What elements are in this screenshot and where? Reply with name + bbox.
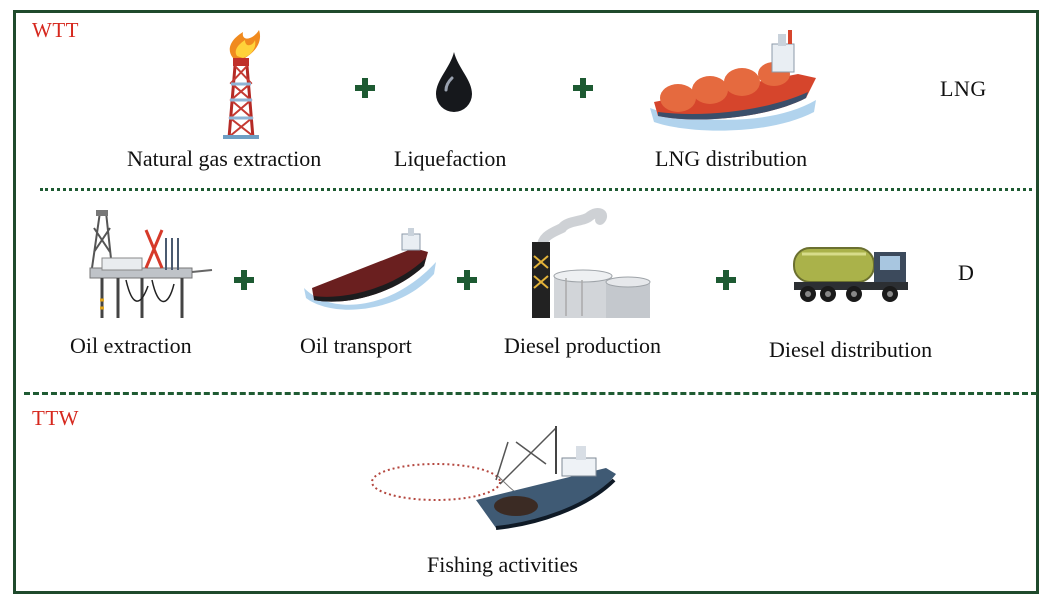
- step-label-fishing-activities: Fishing activities: [427, 552, 578, 577]
- step-label-liquefaction: Liquefaction: [394, 146, 507, 171]
- step-label-lng-distribution: LNG distribution: [655, 146, 808, 171]
- plus-icon: [355, 78, 375, 98]
- step-label-oil-transport: Oil transport: [300, 333, 412, 358]
- fishing-vessel-icon: [371, 426, 616, 530]
- dashed-divider: [24, 392, 1037, 395]
- plus-icon: [573, 78, 593, 98]
- wtt-tag: WTT: [32, 18, 79, 42]
- ttw-tag: TTW: [32, 406, 79, 430]
- diesel-fuel-label: D: [958, 260, 975, 285]
- oil-rig-icon: [89, 210, 213, 318]
- gas-flare-icon: [223, 30, 261, 139]
- refinery-icon: [532, 208, 651, 318]
- step-label-diesel-production: Diesel production: [504, 333, 662, 358]
- plus-icon: [716, 270, 736, 290]
- plus-icon: [457, 270, 477, 290]
- dotted-divider: [40, 188, 1032, 191]
- lng-carrier-ship-icon: [650, 30, 816, 131]
- lng-fuel-label: LNG: [940, 76, 987, 101]
- diagram-frame: [13, 10, 1039, 594]
- step-label-natural-gas-extraction: Natural gas extraction: [127, 146, 322, 171]
- oil-drop-icon: [436, 52, 472, 112]
- step-label-diesel-distribution: Diesel distribution: [769, 337, 933, 362]
- oil-tanker-ship-icon: [304, 228, 436, 310]
- step-label-oil-extraction: Oil extraction: [70, 333, 192, 358]
- plus-icon: [234, 270, 254, 290]
- tanker-truck-icon: [793, 247, 908, 302]
